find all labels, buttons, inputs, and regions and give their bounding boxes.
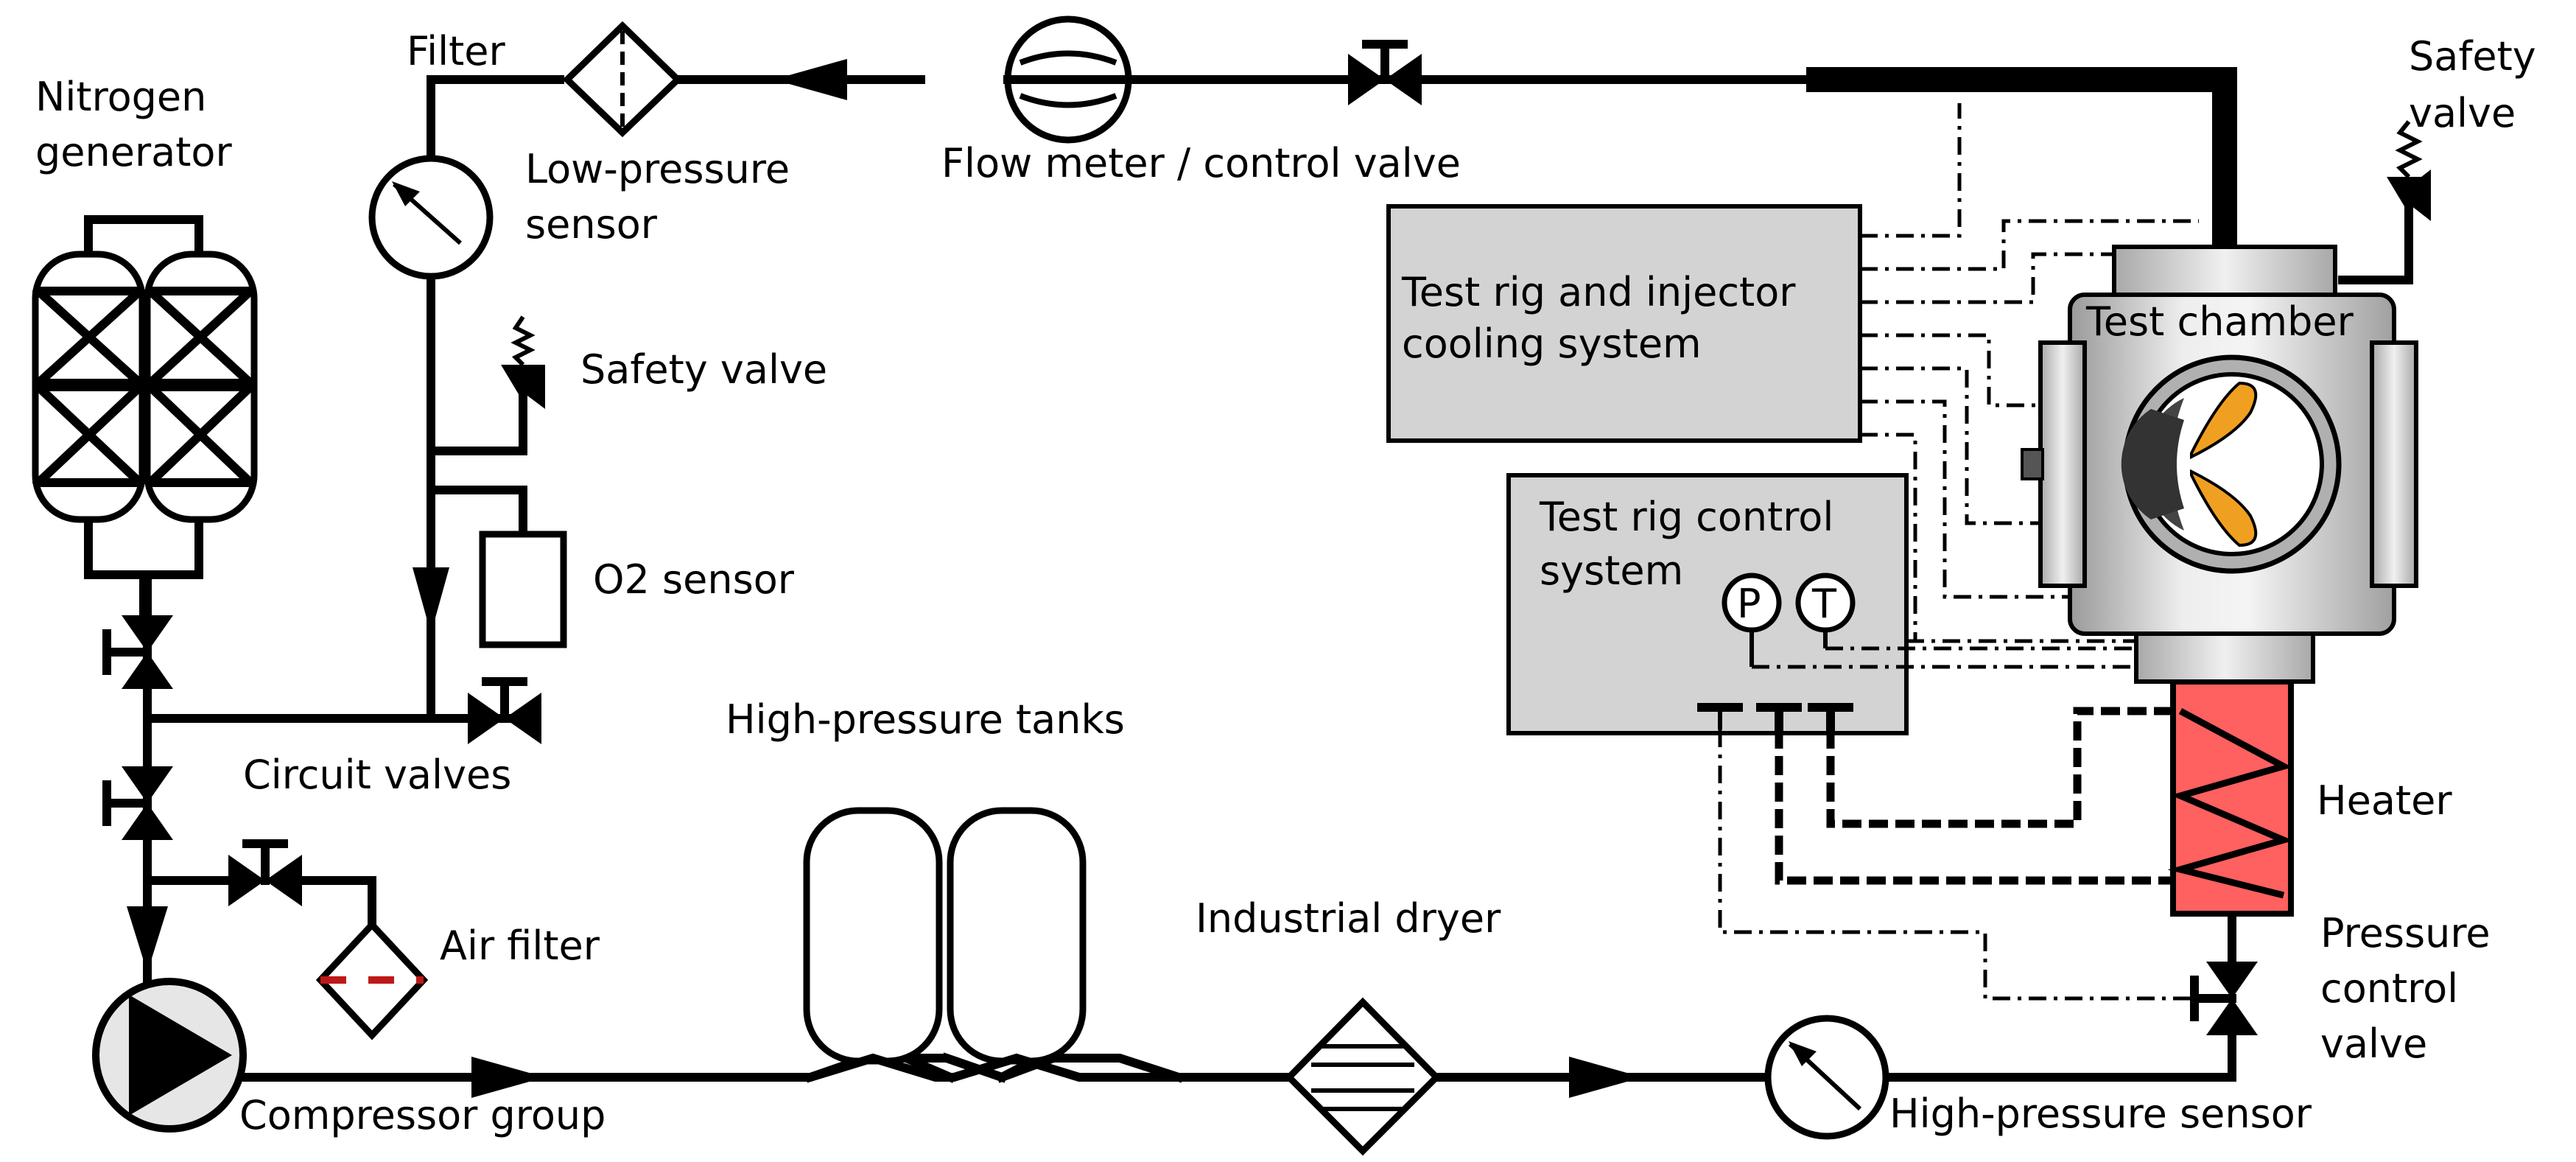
air-filter-label: Air filter	[440, 923, 600, 969]
safety-valve-top	[2338, 120, 2431, 284]
nitrogen-generator-label-1: Nitrogen	[35, 74, 206, 120]
flow-control-valve[interactable]	[1348, 40, 1422, 105]
o2-sensor	[479, 531, 567, 648]
flow-arrows	[127, 59, 1643, 1098]
chamber-outlet-pipe	[1806, 67, 2237, 251]
low-pressure-sensor	[368, 155, 494, 280]
safety-valve-mid-label: Safety valve	[580, 346, 827, 393]
safety-valve-mid	[501, 315, 545, 409]
o2-sensor-label: O2 sensor	[593, 556, 795, 603]
pressure-control-valve-label-1: Pressure	[2320, 910, 2491, 956]
labels: Nitrogen generator Filter Low-pressure s…	[35, 28, 2536, 1138]
flow-meter-label: Flow meter / control valve	[941, 140, 1461, 186]
spray-lower	[2190, 469, 2258, 547]
control-system-label-2: system	[1540, 547, 1683, 594]
high-pressure-sensor	[1764, 1015, 1889, 1140]
high-pressure-sensor-label: High-pressure sensor	[1889, 1091, 2312, 1137]
high-pressure-tanks-label: High-pressure tanks	[726, 696, 1125, 743]
air-filter-valve[interactable]	[228, 839, 302, 906]
p-gauge-label: P	[1737, 581, 1761, 627]
test-chamber-label: Test chamber	[2085, 298, 2354, 345]
safety-valve-top-label-1: Safety	[2409, 33, 2536, 80]
heater	[2167, 679, 2294, 917]
generator-valve[interactable]	[102, 615, 173, 689]
low-pressure-sensor-label-2: sensor	[525, 201, 658, 248]
filter-label: Filter	[407, 28, 506, 74]
compressor	[92, 978, 247, 1133]
flow-meter	[1003, 15, 1133, 144]
low-pressure-sensor-label-1: Low-pressure	[525, 146, 790, 192]
filter	[555, 21, 683, 138]
circuit-valve[interactable]	[468, 677, 541, 744]
spray-upper	[2190, 381, 2258, 460]
industrial-dryer	[1284, 997, 1442, 1156]
air-filter	[315, 920, 429, 1040]
high-pressure-tanks	[803, 807, 1183, 1083]
control-system-label-1: Test rig control	[1539, 494, 1833, 540]
signal-lines	[1718, 103, 2199, 1001]
pressure-control-valve[interactable]	[2190, 962, 2258, 1035]
compressor-group-label: Compressor group	[239, 1092, 606, 1138]
safety-valve-top-label-2: valve	[2409, 90, 2516, 136]
t-gauge-label: T	[1811, 581, 1837, 627]
cooling-system-label-1: Test rig and injector	[1401, 269, 1796, 315]
heater-label: Heater	[2317, 777, 2452, 824]
test-chamber	[2021, 245, 2418, 684]
industrial-dryer-label: Industrial dryer	[1196, 895, 1501, 942]
pressure-control-valve-label-3: valve	[2320, 1021, 2427, 1067]
nitrogen-generator	[32, 215, 258, 616]
pressure-control-valve-label-2: control	[2320, 965, 2458, 1012]
cooling-system-label-2: cooling system	[1402, 321, 1702, 367]
nitrogen-generator-label-2: generator	[35, 129, 232, 175]
cooling-system-box	[1386, 204, 1862, 443]
supply-valve[interactable]	[102, 766, 173, 840]
circuit-valves-label: Circuit valves	[243, 752, 511, 798]
